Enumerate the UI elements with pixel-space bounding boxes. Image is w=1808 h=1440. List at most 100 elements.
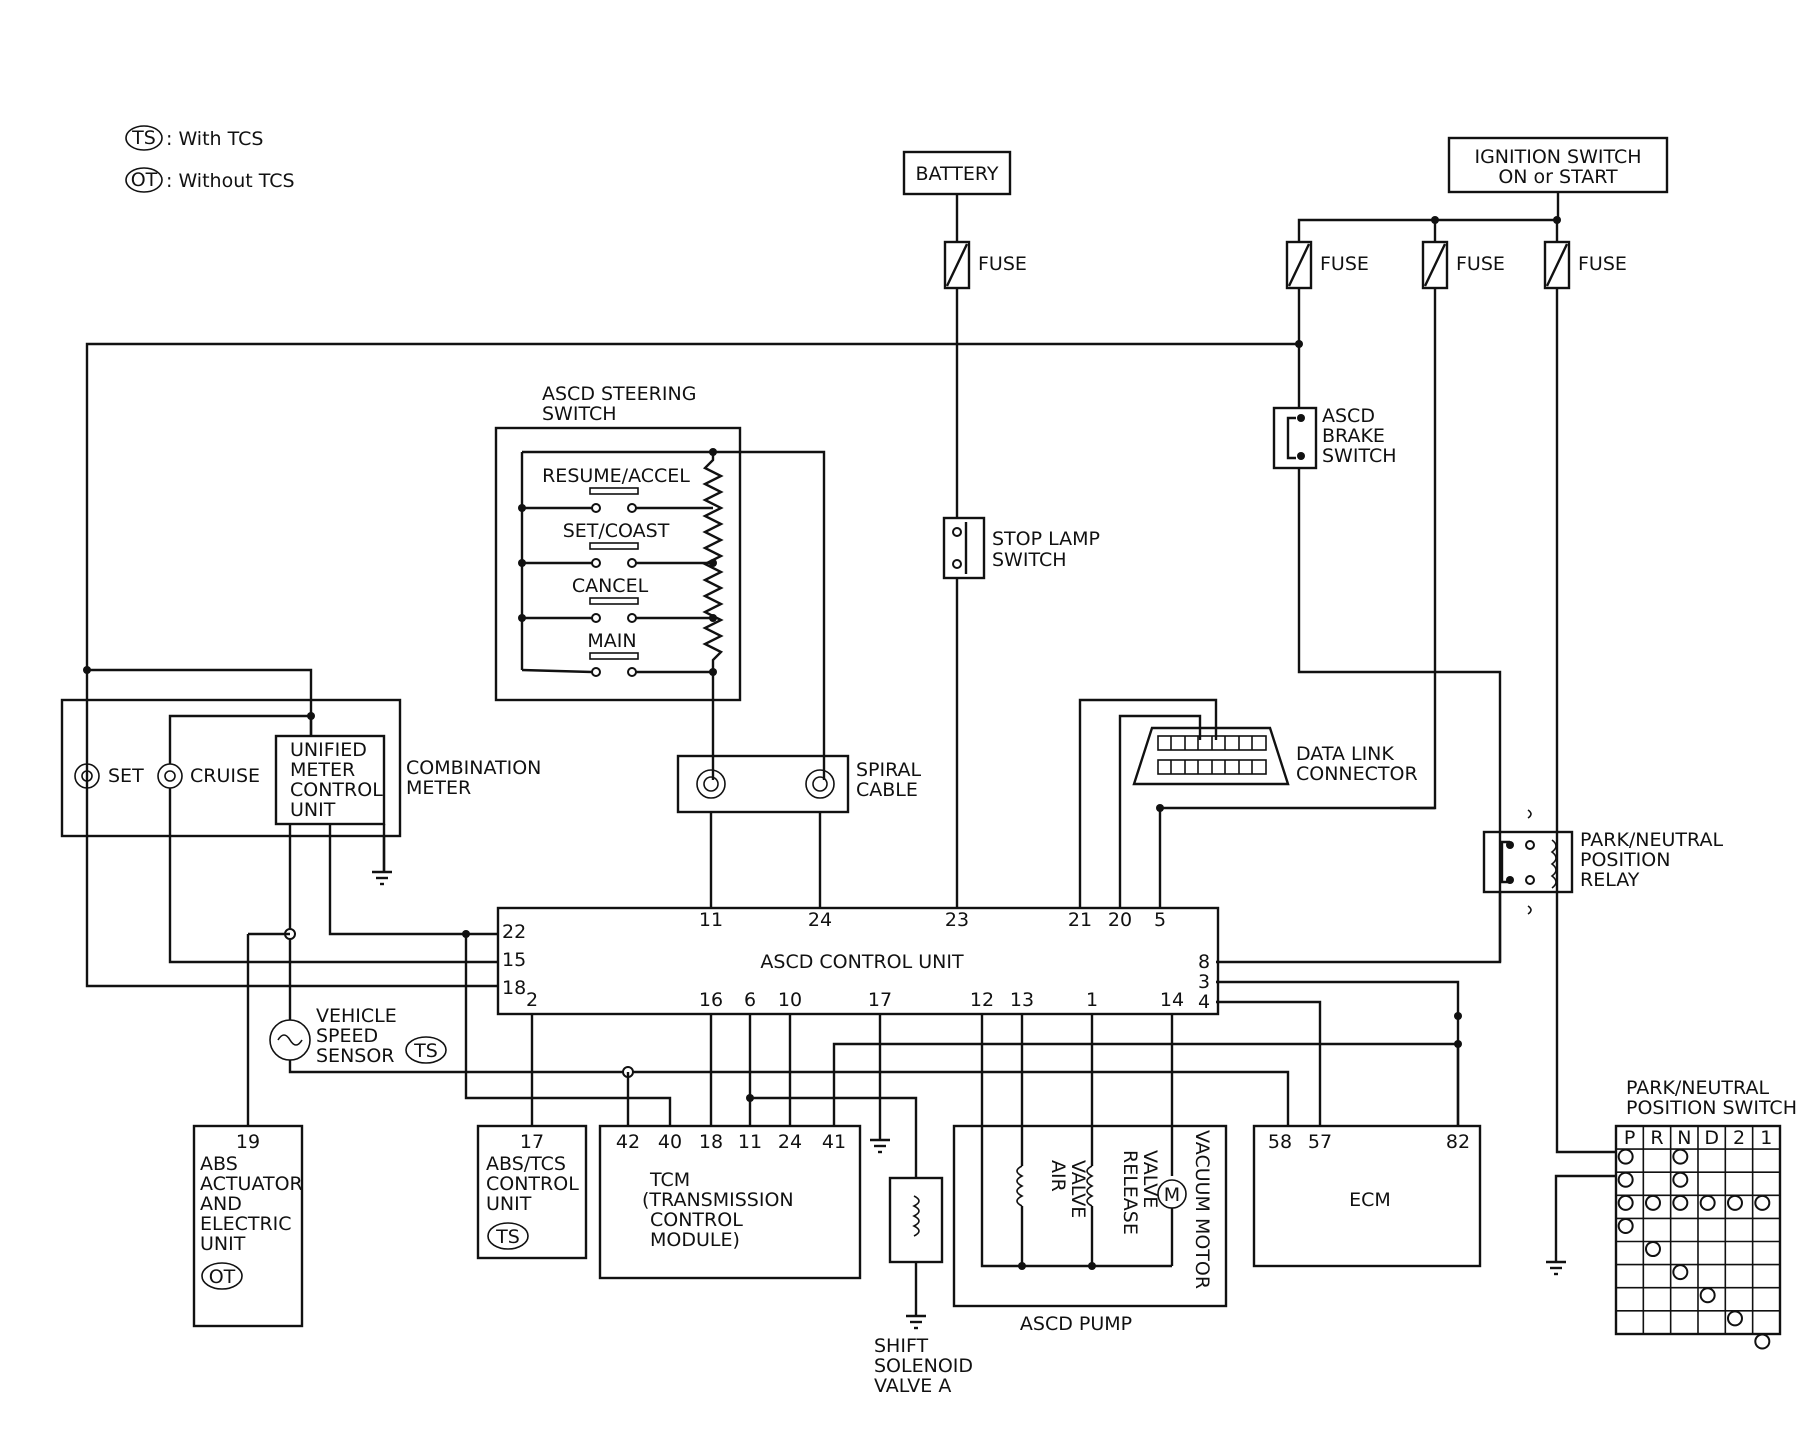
svg-text:3: 3 <box>1198 971 1210 993</box>
pnp-contact <box>1699 1287 1716 1304</box>
ascd-steering-switch: ASCD STEERING SWITCH RESUME/ACCEL SET/CO… <box>494 383 826 780</box>
svg-text:SWITCH: SWITCH <box>542 403 617 425</box>
spiral-cable: SPIRAL CABLE <box>676 754 922 908</box>
svg-text:UNIT: UNIT <box>290 799 336 821</box>
svg-text:(TRANSMISSION: (TRANSMISSION <box>642 1189 794 1211</box>
pnp-contact <box>1726 1310 1743 1327</box>
svg-text:MAIN: MAIN <box>587 630 636 652</box>
svg-text:CABLE: CABLE <box>856 779 918 801</box>
battery: BATTERY <box>902 150 1012 196</box>
svg-text:13: 13 <box>1010 989 1034 1011</box>
svg-text:SET: SET <box>108 765 144 787</box>
svg-text:ECM: ECM <box>1349 1189 1391 1211</box>
fuse-brake: FUSE <box>1285 240 1369 290</box>
svg-text:CRUISE: CRUISE <box>190 765 260 787</box>
ignition-switch: IGNITION SWITCH ON or START <box>1447 136 1669 194</box>
svg-text:CANCEL: CANCEL <box>572 575 649 597</box>
svg-text:BRAKE: BRAKE <box>1322 425 1385 447</box>
fuse-data-link: FUSE <box>1421 240 1505 290</box>
svg-text:SWITCH: SWITCH <box>992 549 1067 571</box>
svg-text:PARK/NEUTRAL: PARK/NEUTRAL <box>1580 829 1723 851</box>
motor-icon: M <box>1164 1184 1180 1206</box>
svg-text:42: 42 <box>616 1131 640 1153</box>
svg-text:TCM: TCM <box>649 1169 690 1191</box>
legend-ts-text: : With TCS <box>166 128 263 150</box>
svg-text:58: 58 <box>1268 1131 1292 1153</box>
svg-text:CONTROL: CONTROL <box>650 1209 743 1231</box>
svg-text:METER: METER <box>290 759 355 781</box>
svg-text:PARK/NEUTRAL: PARK/NEUTRAL <box>1626 1077 1769 1099</box>
svg-text:TS: TS <box>495 1226 520 1248</box>
ascd-pump: ASCD PUMP M AIR VALVE RELEASE VALVE VACU… <box>952 1014 1228 1335</box>
pnp-header-N: N <box>1677 1127 1691 1149</box>
pnp-contact <box>1672 1194 1689 1211</box>
svg-text:SWITCH: SWITCH <box>1322 445 1397 467</box>
svg-text:18: 18 <box>699 1131 723 1153</box>
svg-text:UNIT: UNIT <box>200 1233 246 1255</box>
svg-text:UNIT: UNIT <box>486 1193 532 1215</box>
svg-text:AIR: AIR <box>1047 1160 1069 1192</box>
power-wiring <box>83 192 1616 1154</box>
svg-text:1: 1 <box>1086 989 1098 1011</box>
svg-text:VALVE: VALVE <box>1139 1150 1161 1208</box>
svg-text:23: 23 <box>945 909 969 931</box>
svg-text:SET/COAST: SET/COAST <box>563 520 670 542</box>
svg-text:11: 11 <box>699 909 723 931</box>
svg-text:22: 22 <box>502 921 526 943</box>
svg-text:VALVE: VALVE <box>1067 1160 1089 1218</box>
svg-text:18: 18 <box>502 977 526 999</box>
pnp-contact <box>1672 1171 1689 1188</box>
svg-text:8: 8 <box>1198 951 1210 973</box>
legend-ot-symbol: OT <box>131 169 158 191</box>
combination-meter: SET CRUISE UNIFIED METER CONTROL UNIT CO… <box>60 698 541 964</box>
svg-text:TS: TS <box>413 1040 438 1062</box>
pnp-contact <box>1672 1264 1689 1281</box>
legend-ot-text: : Without TCS <box>166 170 295 192</box>
svg-text:VALVE A: VALVE A <box>874 1375 951 1397</box>
svg-text:17: 17 <box>868 989 892 1011</box>
svg-text:AND: AND <box>200 1193 242 1215</box>
svg-text:14: 14 <box>1160 989 1184 1011</box>
pnp-contact <box>1754 1194 1771 1211</box>
svg-text:40: 40 <box>658 1131 682 1153</box>
pnp-contact <box>1617 1148 1634 1165</box>
svg-text:4: 4 <box>1198 991 1210 1013</box>
svg-text:VACUUM MOTOR: VACUUM MOTOR <box>1191 1130 1213 1289</box>
svg-text:SHIFT: SHIFT <box>874 1335 929 1357</box>
svg-text:POSITION: POSITION <box>1580 849 1670 871</box>
legend: TS : With TCS OT : Without TCS <box>125 125 295 193</box>
svg-text:21: 21 <box>1068 909 1092 931</box>
pnp-header-R: R <box>1650 1127 1663 1149</box>
svg-text:FUSE: FUSE <box>1320 253 1369 275</box>
svg-text:STOP LAMP: STOP LAMP <box>992 528 1100 550</box>
svg-text:MODULE): MODULE) <box>650 1229 740 1251</box>
svg-text:FUSE: FUSE <box>1456 253 1505 275</box>
svg-text:ASCD CONTROL UNIT: ASCD CONTROL UNIT <box>760 951 964 973</box>
pnp-header-D: D <box>1704 1127 1719 1149</box>
svg-text:ABS/TCS: ABS/TCS <box>486 1153 566 1175</box>
svg-text:IGNITION SWITCH: IGNITION SWITCH <box>1474 146 1641 168</box>
pnp-contact <box>1754 1333 1771 1350</box>
svg-text:ELECTRIC: ELECTRIC <box>200 1213 292 1235</box>
svg-text:57: 57 <box>1308 1131 1332 1153</box>
svg-text:82: 82 <box>1446 1131 1470 1153</box>
ascd-brake-switch: ASCD BRAKE SWITCH <box>1216 405 1502 964</box>
svg-text:ASCD STEERING: ASCD STEERING <box>542 383 696 405</box>
svg-text:SPEED: SPEED <box>316 1025 378 1047</box>
svg-text:15: 15 <box>502 949 526 971</box>
pnp-contact <box>1672 1148 1689 1165</box>
svg-text:10: 10 <box>778 989 802 1011</box>
svg-text:19: 19 <box>236 1131 260 1153</box>
svg-text:20: 20 <box>1108 909 1132 931</box>
abs-tcs-control-unit: 17 ABS/TCS CONTROL UNIT TS <box>476 1014 588 1260</box>
svg-text:DATA LINK: DATA LINK <box>1296 743 1394 765</box>
svg-text:ON or START: ON or START <box>1498 166 1618 188</box>
shift-solenoid-valve-a: SHIFT SOLENOID VALVE A <box>874 1140 973 1397</box>
svg-text:POSITION SWITCH: POSITION SWITCH <box>1626 1097 1797 1119</box>
svg-text:VEHICLE: VEHICLE <box>316 1005 397 1027</box>
svg-text:24: 24 <box>778 1131 802 1153</box>
ecm: 58 57 82 ECM <box>1216 980 1482 1268</box>
pnp-header-1: 1 <box>1760 1127 1772 1149</box>
svg-text:RESUME/ACCEL: RESUME/ACCEL <box>542 465 690 487</box>
